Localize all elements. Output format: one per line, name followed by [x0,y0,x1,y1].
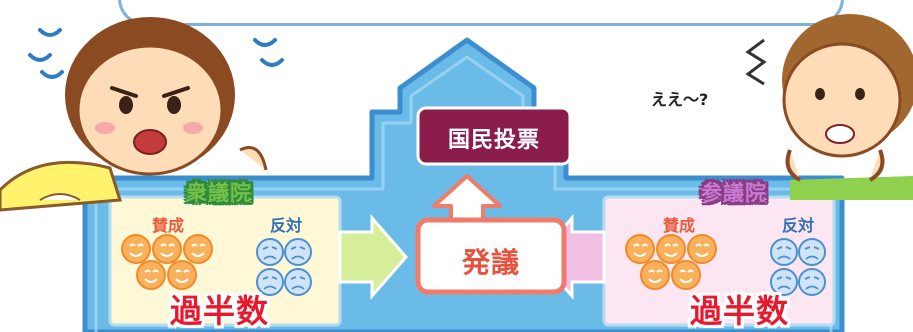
right-frownies [770,238,826,296]
left-smiley-features [129,243,206,283]
boy-character [745,14,913,200]
right-for-label: 賛成 [663,216,696,235]
left-majority-label: 過半数 [170,292,270,330]
left-frownies [256,238,312,296]
boy-exclamation: ええ〜? [651,90,709,109]
left-against-label: 反対 [270,216,303,235]
left-smileys [121,234,213,290]
girl-character [0,17,284,212]
referendum-label: 国民投票 [447,128,540,153]
initiative-label: 発議 [461,246,520,279]
house-of-representatives-label: 衆議院 [186,181,252,205]
house-of-councillors-label: 参議院 [701,181,767,205]
right-against-label: 反対 [782,216,815,235]
right-majority-label: 過半数 [690,292,790,330]
left-for-label: 賛成 [152,216,185,235]
speech-bubble [118,0,844,26]
referendum-box [416,106,572,166]
left-arrow [338,213,408,301]
right-smileys [625,234,717,290]
initiative-box [415,217,567,295]
